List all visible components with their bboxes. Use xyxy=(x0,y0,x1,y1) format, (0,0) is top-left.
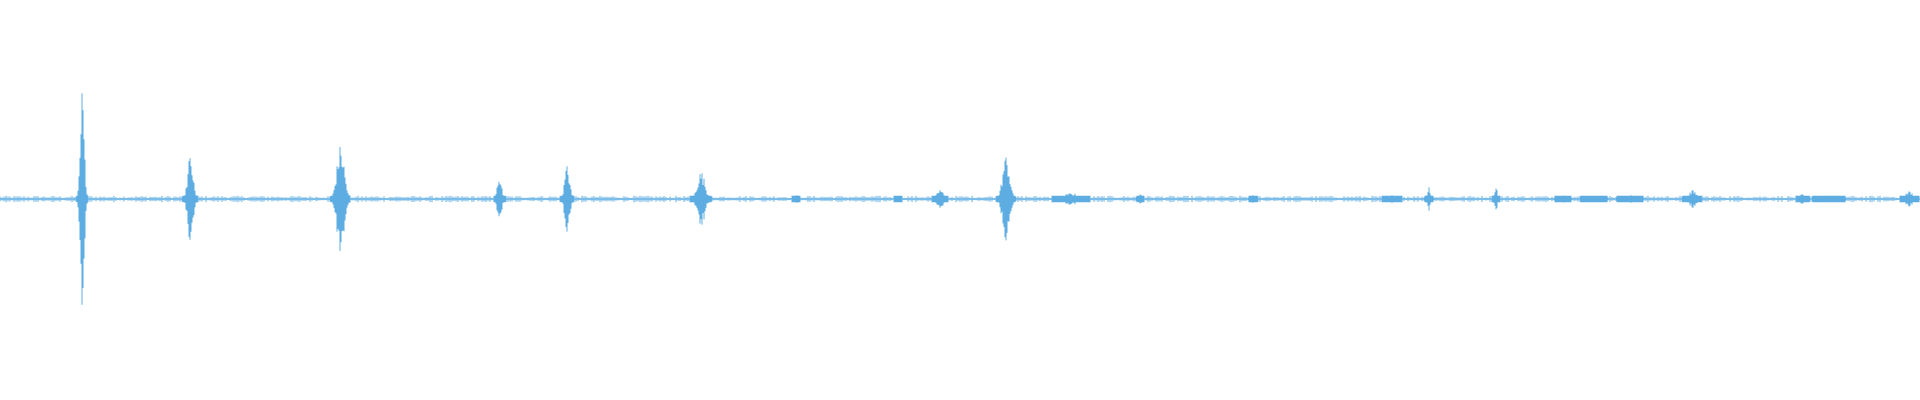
waveform-peak-18 xyxy=(1580,195,1608,203)
waveform-peak-15 xyxy=(1424,187,1434,211)
waveform-peak-8 xyxy=(893,195,903,203)
waveform-peak-2 xyxy=(182,158,199,240)
waveform-peak-1 xyxy=(76,93,89,305)
waveform-peak-10 xyxy=(996,157,1016,241)
waveform-peak-17 xyxy=(1554,195,1572,203)
waveform-peak-21 xyxy=(1795,194,1810,204)
waveform-peak-22 xyxy=(1812,195,1846,203)
waveform-peak-23 xyxy=(1899,191,1920,207)
waveform-peak-14 xyxy=(1381,195,1403,203)
waveform-peak-6 xyxy=(690,173,712,225)
waveform-peak-9 xyxy=(931,190,949,208)
waveform-peak-12 xyxy=(1136,194,1145,204)
waveform-peak-11 xyxy=(1051,193,1091,205)
waveform-peak-19 xyxy=(1616,195,1644,203)
waveform-peak-3 xyxy=(330,147,351,251)
waveform-peak-13 xyxy=(1248,195,1258,203)
waveform-peak-5 xyxy=(560,166,575,232)
waveform-peak-20 xyxy=(1682,190,1703,208)
waveform-peak-4 xyxy=(493,181,506,217)
waveform-peak-16 xyxy=(1491,188,1501,210)
waveform-spikes xyxy=(76,93,1920,305)
waveform-peak-7 xyxy=(791,195,801,203)
